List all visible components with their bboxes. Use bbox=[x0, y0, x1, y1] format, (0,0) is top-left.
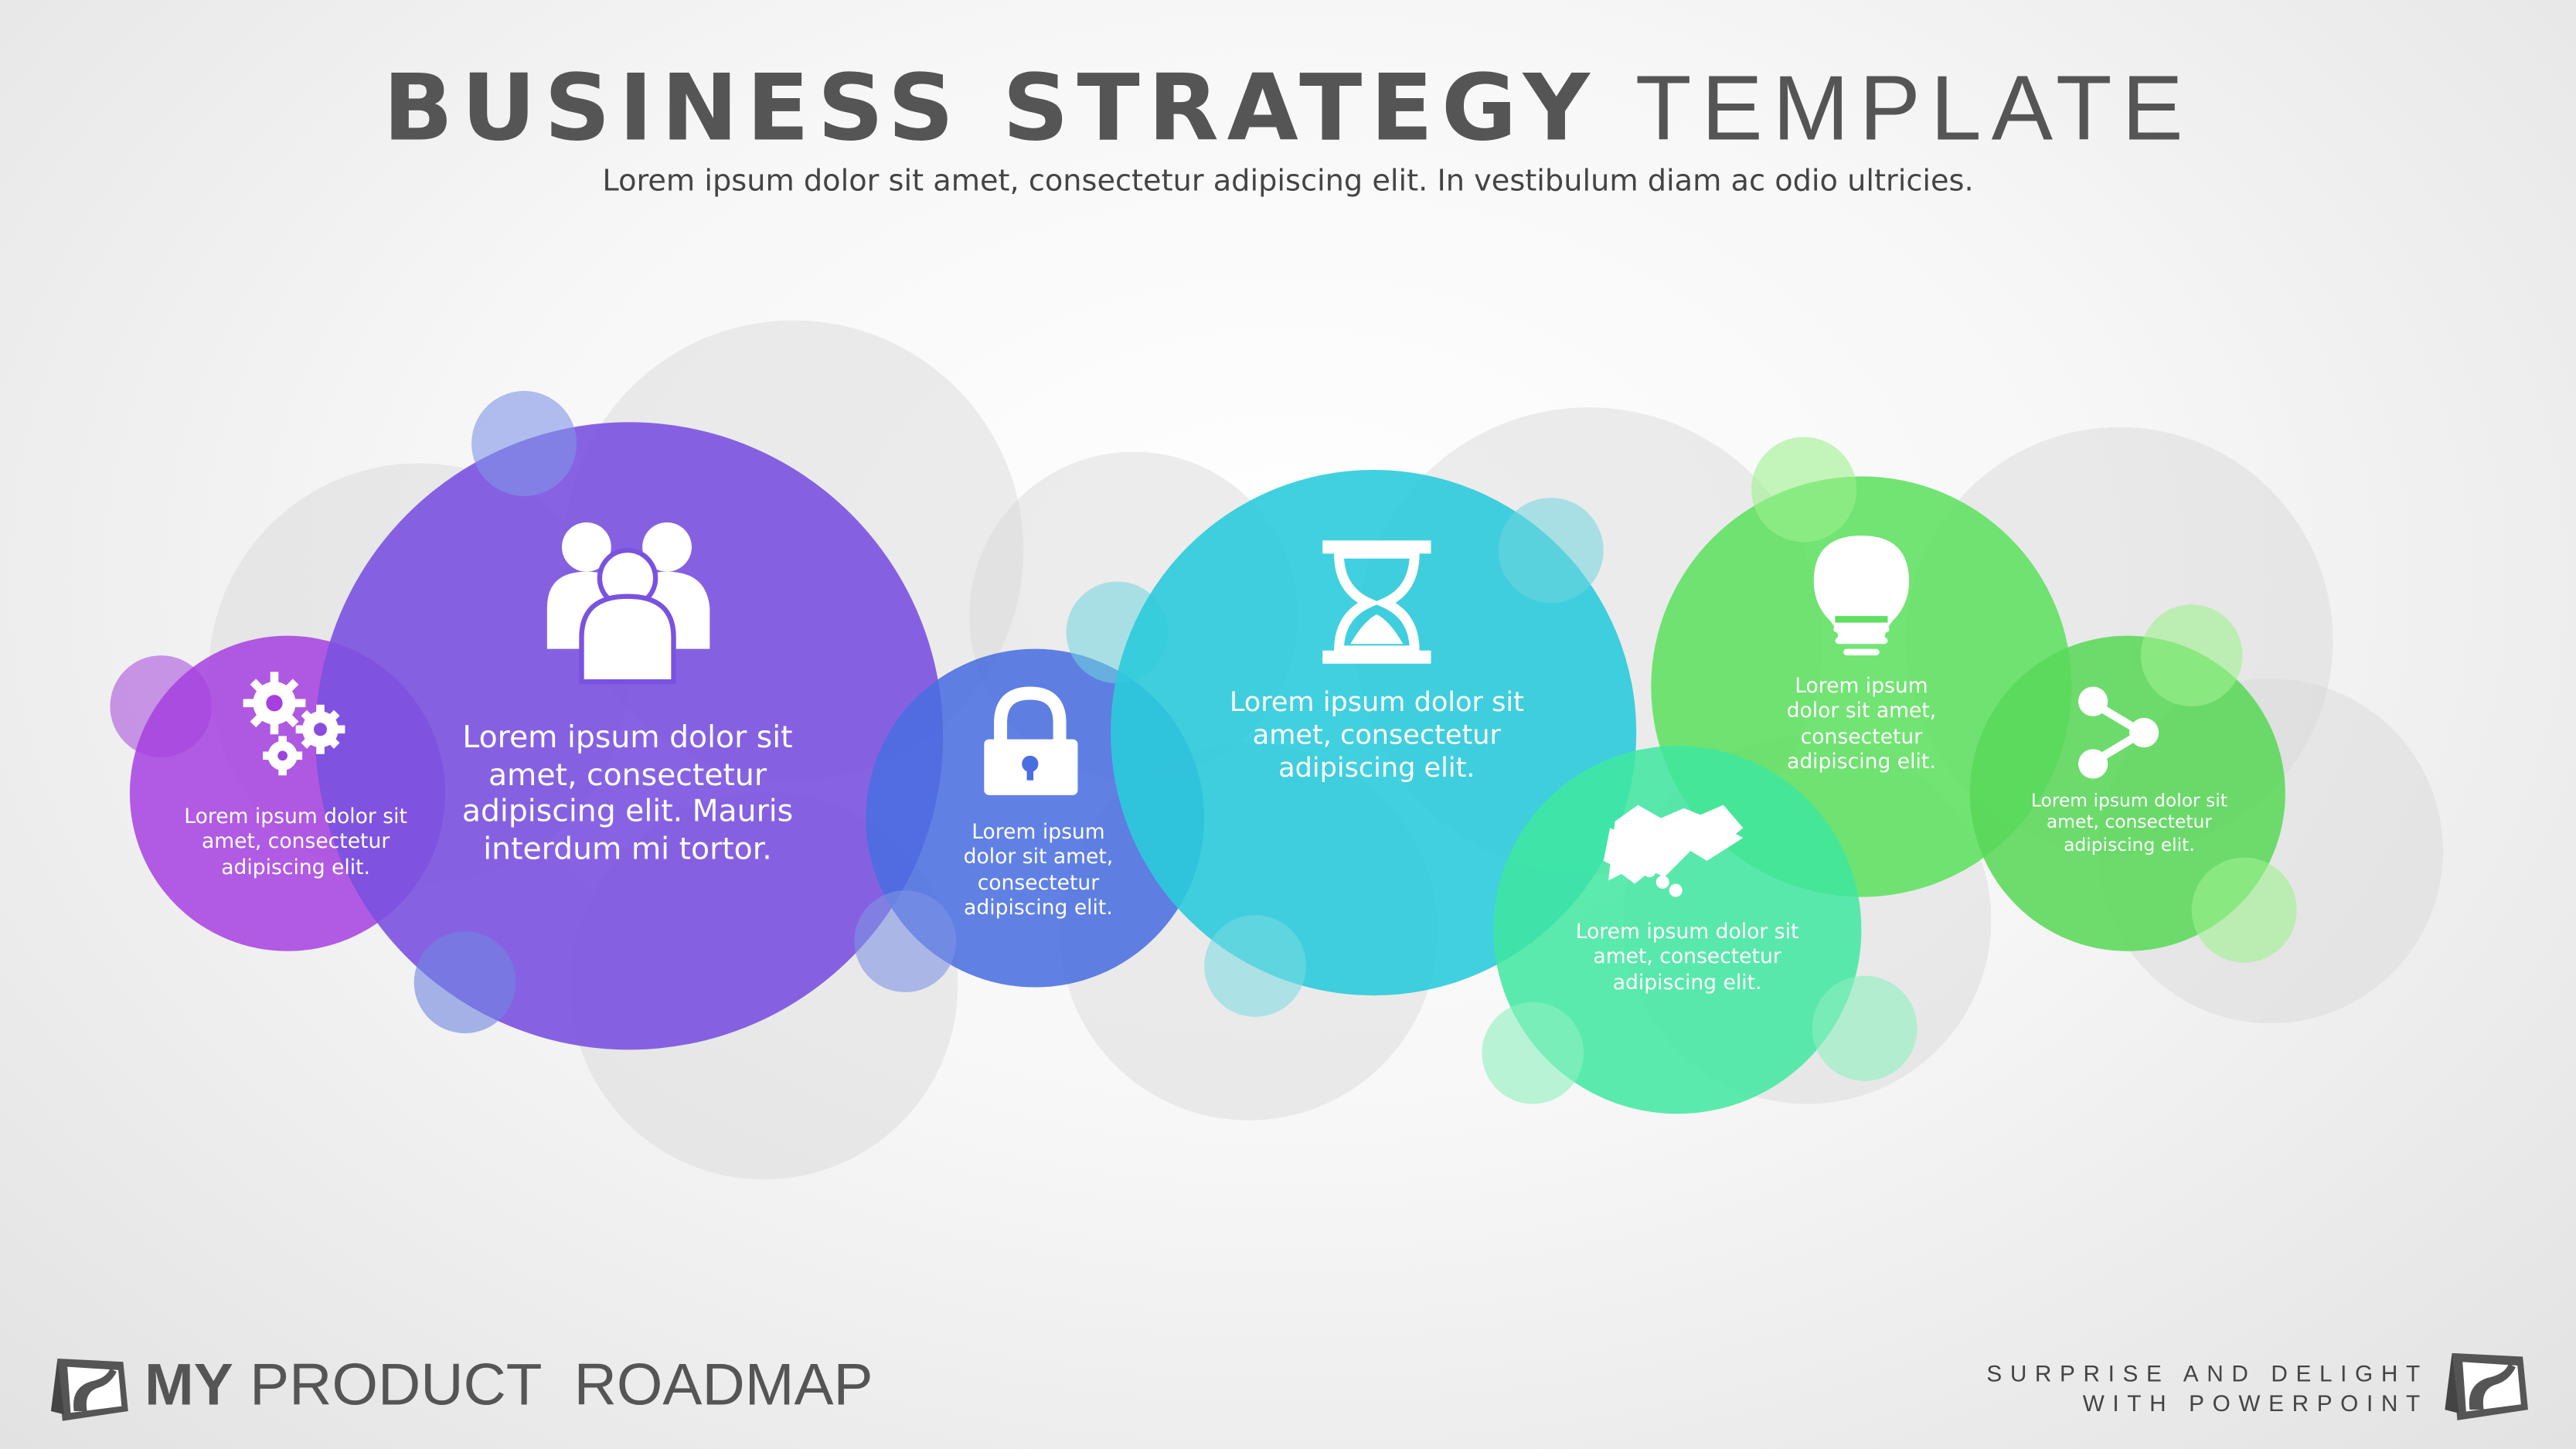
circle-hourglass bbox=[1110, 469, 1637, 996]
accent-bubble bbox=[1482, 1002, 1584, 1104]
item-text-gears: Lorem ipsum dolor sit amet, consectetur … bbox=[184, 803, 407, 879]
accent-bubble bbox=[471, 390, 577, 496]
lightbulb-icon bbox=[1813, 535, 1910, 656]
accent-bubble bbox=[413, 931, 516, 1034]
gears-icon bbox=[243, 672, 345, 776]
circle-handshake bbox=[1493, 746, 1862, 1114]
brand-light: PRODUCT ROADMAP bbox=[250, 1350, 873, 1418]
accent-bubble bbox=[2140, 604, 2243, 707]
handshake-icon bbox=[1603, 804, 1744, 897]
share-icon bbox=[2078, 686, 2159, 779]
item-text-people: Lorem ipsum dolor sit amet, consectetur … bbox=[461, 720, 794, 867]
page-title: BUSINESS STRATEGY TEMPLATE bbox=[0, 56, 2576, 162]
brand-name: MY PRODUCT ROADMAP bbox=[145, 1350, 873, 1419]
color-circles bbox=[110, 390, 2297, 1114]
accent-bubble bbox=[1812, 975, 1918, 1081]
item-text-handshake: Lorem ipsum dolor sit amet, consectetur … bbox=[1575, 918, 1799, 994]
accent-bubble bbox=[1751, 437, 1857, 543]
title-light: TEMPLATE bbox=[1635, 56, 2193, 160]
item-text-lightbulb: Lorem ipsum dolor sit amet, consectetur … bbox=[1786, 672, 1937, 773]
title-bold: BUSINESS STRATEGY bbox=[383, 56, 1598, 163]
hourglass-icon bbox=[1322, 540, 1431, 664]
item-text-share: Lorem ipsum dolor sit amet, consectetur … bbox=[2030, 790, 2227, 855]
lock-icon bbox=[984, 686, 1078, 795]
roadmap-logo-icon bbox=[50, 1358, 128, 1421]
accent-bubble bbox=[854, 890, 957, 992]
item-text-lock: Lorem ipsum dolor sit amet, consectetur … bbox=[963, 818, 1114, 919]
circle-people bbox=[315, 422, 944, 1050]
circle-share bbox=[1969, 635, 2285, 951]
accent-bubble bbox=[1498, 498, 1604, 604]
accent-bubble bbox=[2191, 857, 2297, 963]
item-text-hourglass: Lorem ipsum dolor sit amet, consectetur … bbox=[1229, 686, 1524, 784]
subtitle: Lorem ipsum dolor sit amet, consectetur … bbox=[602, 164, 1974, 199]
people-icon bbox=[546, 522, 710, 685]
accent-bubble bbox=[1204, 915, 1306, 1017]
brand-bold: MY bbox=[145, 1350, 233, 1418]
tagline-line-1: SURPRISE AND DELIGHT bbox=[1986, 1360, 2428, 1387]
tagline-line-2: WITH POWERPOINT bbox=[2082, 1389, 2428, 1417]
roadmap-logo-icon-right bbox=[2445, 1352, 2528, 1420]
